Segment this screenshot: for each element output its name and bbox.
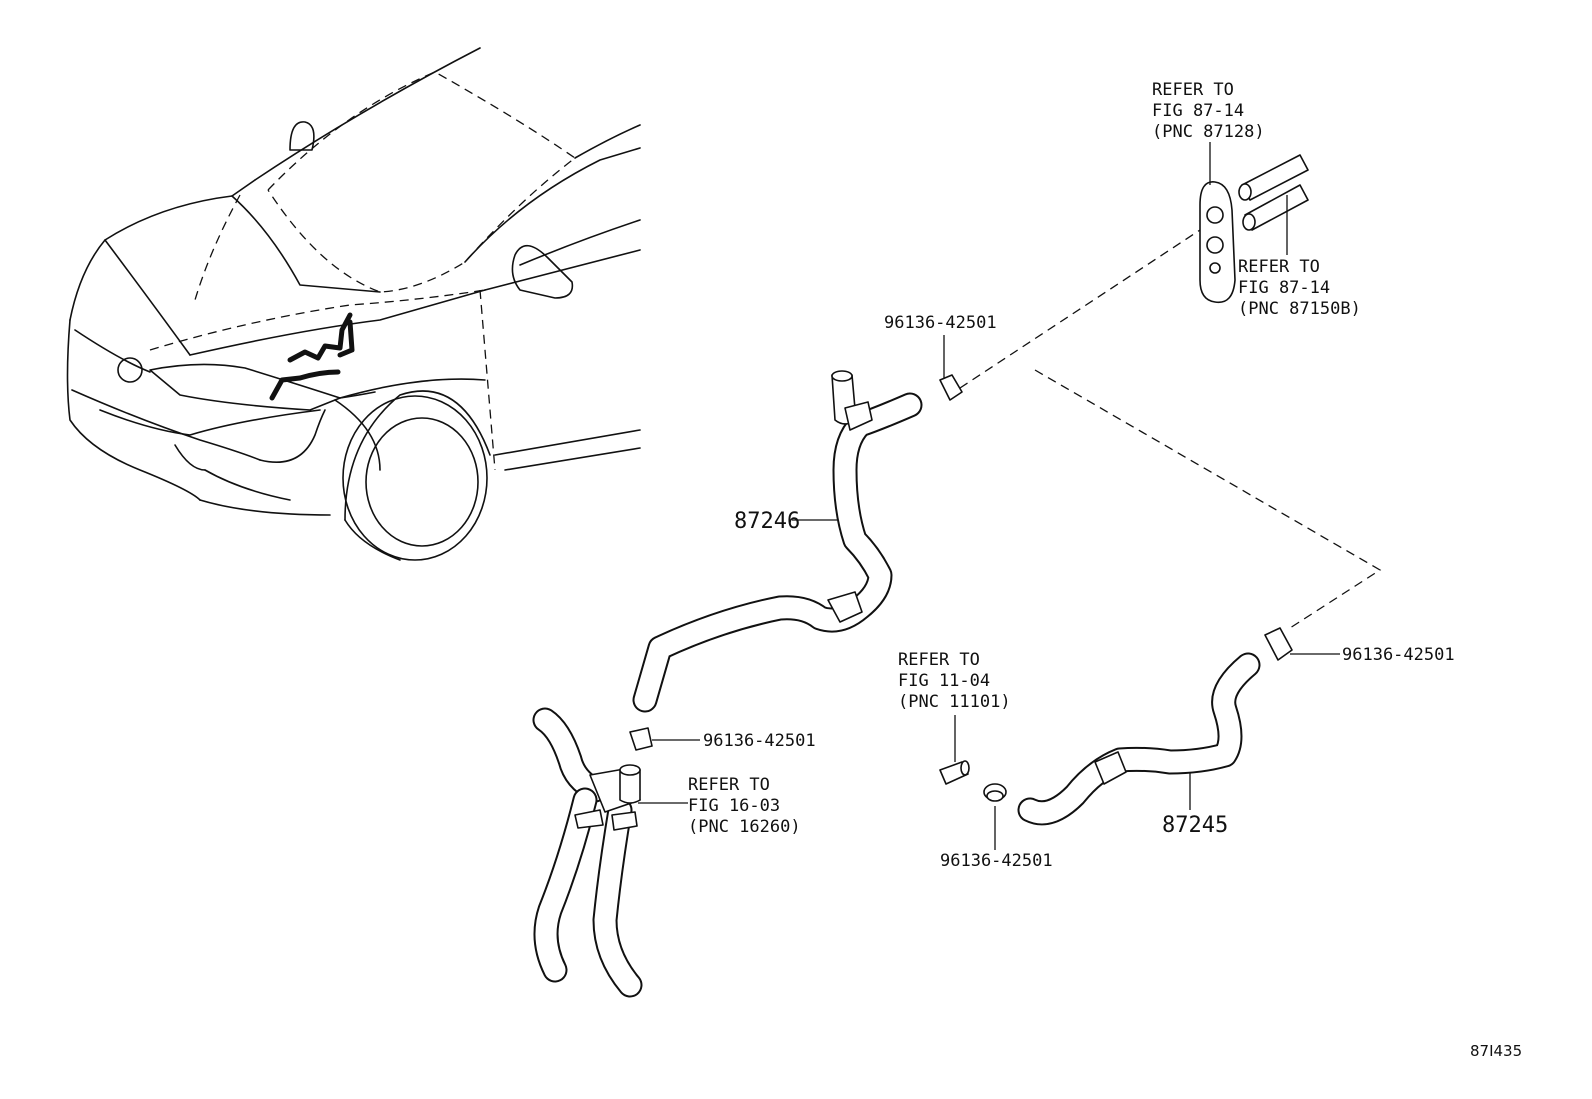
grommet-part: [1199, 142, 1236, 304]
clamp-top-part: [939, 335, 963, 401]
hose-87245: [1017, 627, 1340, 826]
svg-text:FIG 11-04: FIG 11-04: [898, 671, 990, 691]
svg-text:REFER TO: REFER TO: [1152, 80, 1234, 100]
svg-text:REFER TO: REFER TO: [1238, 257, 1320, 277]
clamp-label-right: 96136-42501: [1342, 645, 1455, 665]
clamp-label-bottom: 96136-42501: [940, 851, 1053, 871]
engine-outlet-part: [939, 715, 970, 785]
ref-87128: REFER TO FIG 87-14 (PNC 87128): [1152, 80, 1265, 142]
clamp-bottom-part: [983, 783, 1007, 850]
svg-text:FIG 87-14: FIG 87-14: [1238, 278, 1330, 298]
svg-text:(PNC 87150B): (PNC 87150B): [1238, 299, 1361, 319]
ref-11101: REFER TO FIG 11-04 (PNC 11101): [898, 650, 1011, 712]
ref-16260: REFER TO FIG 16-03 (PNC 16260): [688, 775, 801, 837]
part-number-87246: 87246: [734, 509, 800, 534]
heater-pipes-part: [1238, 154, 1309, 255]
clamp-label-top: 96136-42501: [884, 313, 997, 333]
svg-text:FIG 87-14: FIG 87-14: [1152, 101, 1244, 121]
part-number-87245: 87245: [1162, 813, 1228, 838]
water-valve-assembly: [532, 707, 700, 998]
car-illustration: [66, 47, 641, 561]
clamp-label-left: 96136-42501: [703, 731, 816, 751]
svg-text:(PNC 16260): (PNC 16260): [688, 817, 801, 837]
svg-text:REFER TO: REFER TO: [898, 650, 980, 670]
svg-text:(PNC 11101): (PNC 11101): [898, 692, 1011, 712]
figure-code: 87I435: [1470, 1042, 1522, 1060]
svg-text:REFER TO: REFER TO: [688, 775, 770, 795]
hose-87246: [632, 370, 923, 713]
svg-text:FIG 16-03: FIG 16-03: [688, 796, 780, 816]
svg-text:(PNC 87128): (PNC 87128): [1152, 122, 1265, 142]
ref-87150b: REFER TO FIG 87-14 (PNC 87150B): [1238, 257, 1361, 319]
